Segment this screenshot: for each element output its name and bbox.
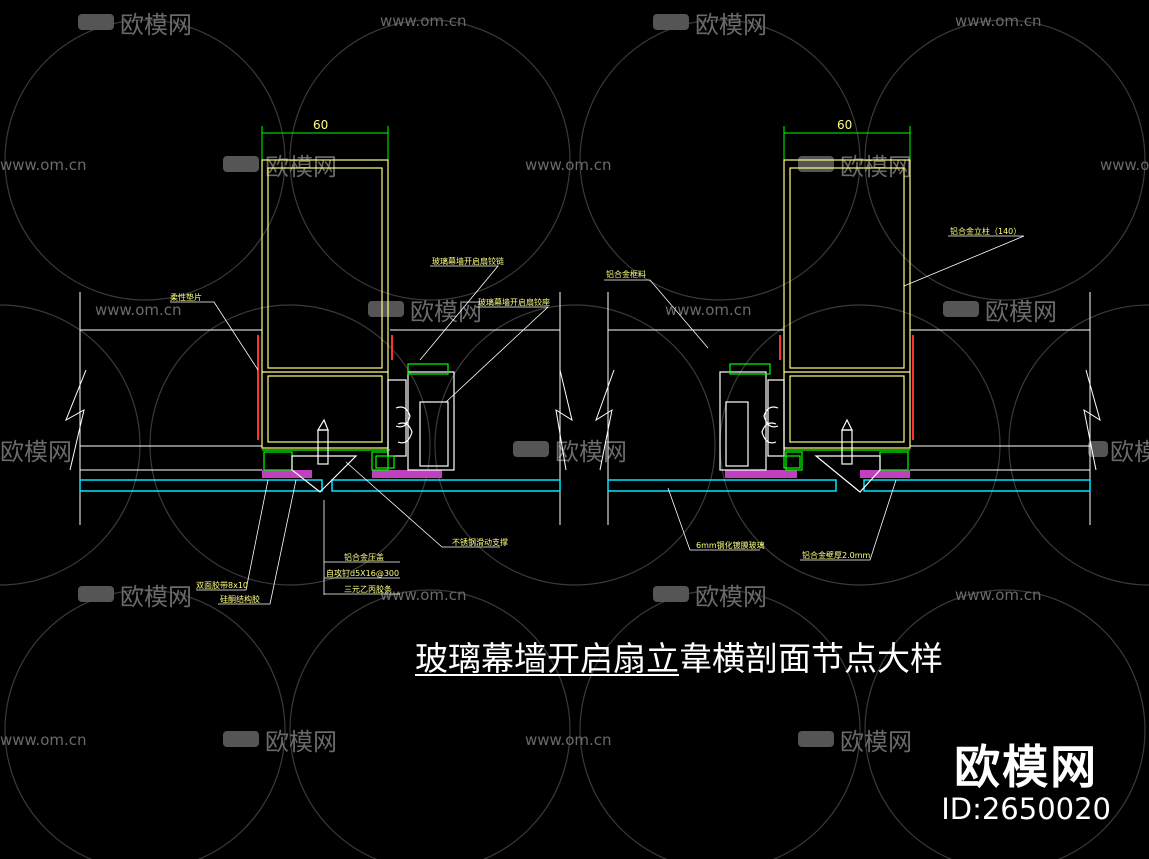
watermark-url: www.om.cn [0,731,87,749]
watermark-sofa-icons [78,14,1108,747]
opening-sash [719,371,785,471]
watermark-url: www.om.cn [525,156,612,174]
seal-strip [257,335,393,440]
watermark-logo: 欧模网 [985,298,1057,326]
rubber-gasket [729,363,801,469]
watermark-circles [0,19,1149,859]
watermark-logo: 欧模网 [0,438,72,466]
watermark-url: www.om.cn [955,12,1042,30]
label-resilient-pad: 柔性垫片 [170,292,202,302]
dimension-label: 60 [313,118,328,132]
pressure-plate [814,418,881,493]
label-alum-mullion: 铝合金立柱（140） [950,226,1021,236]
bottom-profile [784,449,910,471]
brand-name: 欧模网 [954,740,1099,794]
label-alum-cover: 铝合金压盖 [344,552,384,562]
watermark-logo: 欧模网 [840,153,912,181]
opening-sash [387,371,455,471]
watermark-url: www.om.cn [525,731,612,749]
label-alum-thickness: 铝合金壁厚2.0mm [802,550,871,560]
watermark-url: www.om.cn [665,301,752,319]
label-sealant: 硅酮结构胶 [220,594,260,604]
dimension-label: 60 [837,118,852,132]
pressure-plate [291,418,358,493]
watermark-url: www.om.cn [380,12,467,30]
wall-lines [595,292,1101,525]
sealant-bead [725,470,910,478]
label-hinge-side: 玻璃幕墙开启扇铰座 [478,297,550,307]
watermark-logo: 欧模网 [695,583,767,611]
label-glass: 6mm钢化镀膜玻璃 [696,540,765,550]
mullion-frame [783,159,911,449]
mullion-frame [261,159,389,449]
leader-lines [604,235,1025,561]
watermark-logo: 欧模网 [265,153,337,181]
right-section-node: 60 [595,118,1101,561]
watermark-url: www.om.cn [1100,156,1149,174]
leader-lines [170,265,550,605]
watermark-logo: 欧模网 [120,583,192,611]
watermark-logo: 欧模网 [1110,438,1149,466]
brand-id: ID:2650020 [941,792,1111,826]
rubber-gasket [375,363,449,469]
label-alum-sash: 铝合金框料 [606,269,646,279]
watermark-url: www.om.cn [95,301,182,319]
watermark-logo: 欧模网 [120,11,192,39]
label-dual-silicone: 双面胶带8x10 [196,580,248,590]
watermark-url: www.om.cn [955,586,1042,604]
drawing-title-rest: 韋横剖面节点大样 [679,639,943,678]
watermark-logo: 欧模网 [410,298,482,326]
label-rubber-strip: 三元乙丙胶条 [344,584,392,594]
drawing-title-underlined: 玻璃幕墙开启扇立 [415,639,679,678]
drawing-title: 玻璃幕墙开启扇立韋横剖面节点大样 [415,632,943,678]
glass-panel [79,479,561,492]
label-stainless-bracket: 不锈钢滑动支撑 [452,537,508,547]
watermark-logo: 欧模网 [265,728,337,756]
brand-watermark: 欧模网 ID:2650020 [941,742,1111,826]
watermark-url: www.om.cn [0,156,87,174]
watermark-url: www.om.cn [380,586,467,604]
glass-panel [607,479,1091,492]
watermark-logo: 欧模网 [555,438,627,466]
wall-lines [65,292,573,525]
bottom-profile [262,449,390,471]
left-section-node: 60 [65,118,573,605]
sealant-bead [262,470,442,478]
watermark-logo: 欧模网 [840,728,912,756]
label-hinge-top: 玻璃幕墙开启扇铰链 [432,256,504,266]
seal-strip [779,335,914,440]
label-self-tap-screw: 自攻钉d5X16@300 [326,568,399,578]
watermark-logo: 欧模网 [695,11,767,39]
